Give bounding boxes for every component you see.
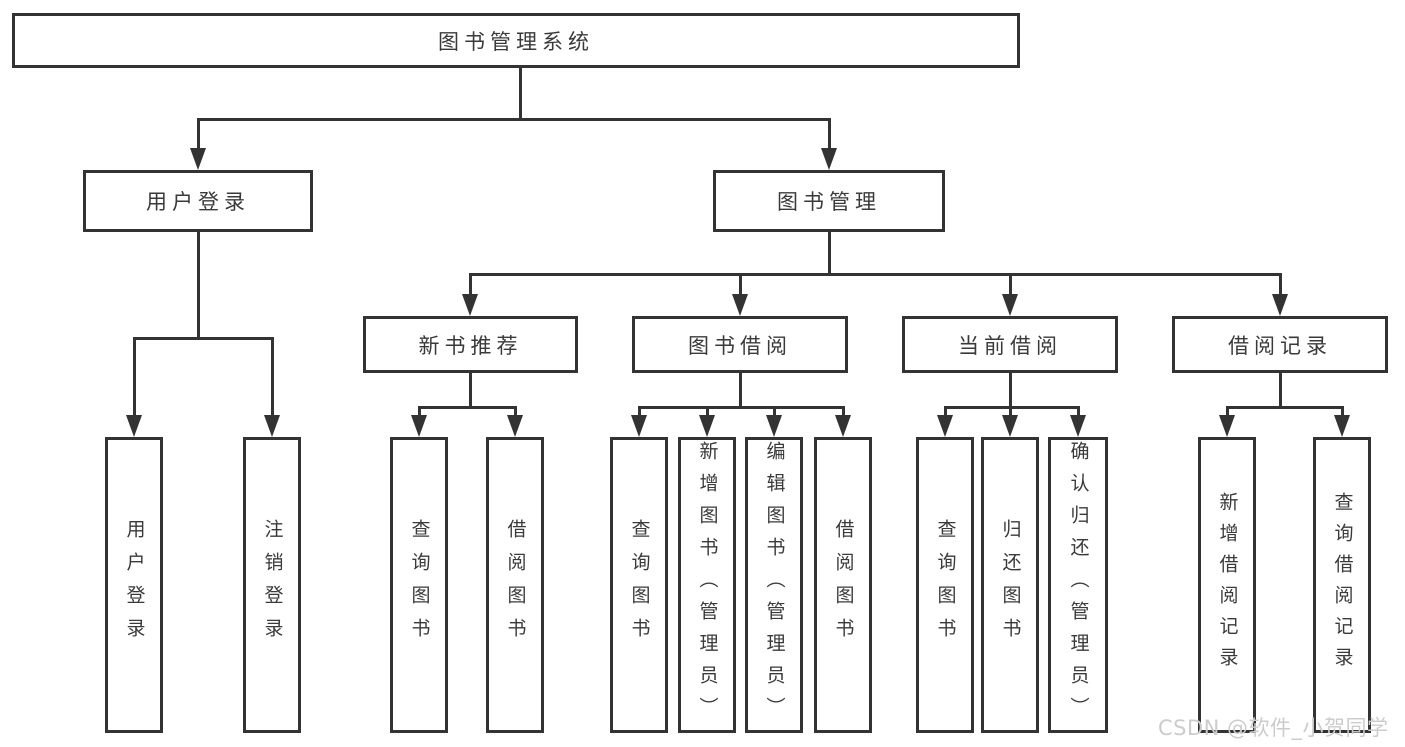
arrowhead-br-add	[1219, 415, 1235, 437]
connector-br-hline	[1226, 406, 1343, 409]
node-user-login: 用户登录	[83, 170, 313, 232]
connector-nbr-vline	[469, 373, 472, 406]
leaf-query-books-current: 查询图书	[916, 437, 974, 733]
connector-bb-hline	[638, 406, 844, 409]
connector-root-vline	[519, 68, 522, 118]
leaf-confirm-return-admin: 确认归还（管理员）	[1048, 437, 1108, 733]
node-current-borrow: 当前借阅	[902, 316, 1118, 373]
leaf-logout-login-label: 注销登录	[261, 519, 284, 651]
leaf-query-borrow-record: 查询借阅记录	[1313, 437, 1371, 733]
connector-user-login-hline	[133, 337, 274, 340]
leaf-add-book-admin: 新增图书（管理员）	[678, 437, 736, 733]
connector-stub-bb-add	[706, 406, 709, 417]
arrowhead-new-book-rec	[462, 294, 478, 316]
leaf-edit-book-admin: 编辑图书（管理员）	[745, 437, 803, 733]
leaf-edit-book-admin-label: 编辑图书（管理员）	[763, 441, 786, 729]
csdn-watermark: CSDN @软件_小贺同学	[1158, 716, 1389, 740]
arrowhead-borrow-records	[1272, 294, 1288, 316]
leaf-query-books-borrow: 查询图书	[610, 437, 668, 733]
arrowhead-bb-query	[631, 415, 647, 437]
connector-stub-cb-confirm	[1077, 406, 1080, 417]
leaf-borrow-books-recommend-label: 借阅图书	[504, 519, 527, 651]
connector-stub-nbr-query	[418, 406, 421, 417]
leaf-add-book-admin-label: 新增图书（管理员）	[696, 441, 719, 729]
arrowhead-book-mgmt	[821, 148, 837, 170]
connector-stub-borrow-records	[1279, 273, 1282, 296]
leaf-query-books-recommend: 查询图书	[390, 437, 448, 733]
connector-level3-hline	[469, 273, 1282, 276]
node-borrow-records: 借阅记录	[1172, 316, 1388, 373]
leaf-query-borrow-record-label: 查询借阅记录	[1331, 492, 1354, 678]
arrowhead-cb-confirm	[1070, 415, 1086, 437]
connector-stub-user-login	[197, 118, 200, 150]
connector-book-mgmt-vline	[828, 232, 831, 273]
connector-user-login-vline	[197, 232, 200, 337]
connector-br-vline	[1279, 373, 1282, 406]
connector-stub-bb-query	[638, 406, 641, 417]
connector-stub-leaf-login	[133, 337, 136, 417]
leaf-borrow-books-label: 借阅图书	[832, 519, 855, 651]
connector-stub-book-mgmt	[828, 118, 831, 150]
arrowhead-bb-borrow	[835, 415, 851, 437]
node-new-book-recommend: 新书推荐	[363, 316, 578, 373]
connector-stub-book-borrow	[739, 273, 742, 296]
connector-stub-cb-query	[944, 406, 947, 417]
arrowhead-current-borrow	[1002, 294, 1018, 316]
arrowhead-bb-edit	[766, 415, 782, 437]
arrowhead-cb-query	[937, 415, 953, 437]
leaf-return-book: 归还图书	[981, 437, 1039, 733]
leaf-return-book-label: 归还图书	[999, 519, 1022, 651]
node-root: 图书管理系统	[12, 13, 1020, 68]
arrowhead-cb-return	[1002, 415, 1018, 437]
connector-bb-vline	[739, 373, 742, 406]
connector-level2-hline	[197, 118, 831, 121]
leaf-query-books-borrow-label: 查询图书	[628, 519, 651, 651]
node-book-management: 图书管理	[713, 170, 945, 232]
leaf-add-borrow-record-label: 新增借阅记录	[1216, 492, 1239, 678]
leaf-user-login-label: 用户登录	[123, 519, 146, 651]
connector-stub-br-query	[1341, 406, 1344, 417]
connector-stub-br-add	[1226, 406, 1229, 417]
connector-stub-cb-return	[1009, 406, 1012, 417]
leaf-confirm-return-admin-label: 确认归还（管理员）	[1067, 441, 1090, 729]
node-book-borrow: 图书借阅	[632, 316, 848, 373]
arrowhead-nbr-borrow	[507, 415, 523, 437]
leaf-borrow-books: 借阅图书	[814, 437, 872, 733]
connector-cb-vline	[1009, 373, 1012, 406]
connector-stub-current-borrow	[1009, 273, 1012, 296]
leaf-add-borrow-record: 新增借阅记录	[1198, 437, 1256, 733]
leaf-query-books-recommend-label: 查询图书	[408, 519, 431, 651]
arrowhead-leaf-logout	[264, 415, 280, 437]
leaf-query-books-current-label: 查询图书	[934, 519, 957, 651]
leaf-logout-login: 注销登录	[243, 437, 301, 733]
arrowhead-leaf-login	[126, 415, 142, 437]
connector-stub-nbr-borrow	[514, 406, 517, 417]
connector-stub-leaf-logout	[271, 337, 274, 417]
arrowhead-nbr-query	[411, 415, 427, 437]
arrowhead-br-query	[1334, 415, 1350, 437]
leaf-borrow-books-recommend: 借阅图书	[486, 437, 544, 733]
connector-nbr-hline	[418, 406, 517, 409]
arrowhead-book-borrow	[732, 294, 748, 316]
connector-stub-new-book-rec	[469, 273, 472, 296]
leaf-user-login: 用户登录	[105, 437, 163, 733]
connector-stub-bb-borrow	[842, 406, 845, 417]
arrowhead-bb-add	[699, 415, 715, 437]
connector-stub-bb-edit	[773, 406, 776, 417]
arrowhead-user-login	[190, 148, 206, 170]
